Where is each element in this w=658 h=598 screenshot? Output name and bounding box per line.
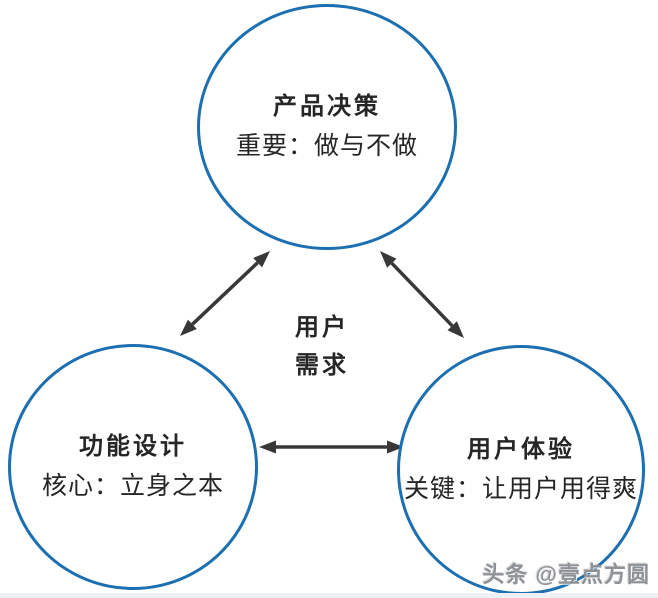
node-product-decision-title: 产品决策 <box>273 93 381 120</box>
edge-product-decision-user-experience <box>380 251 464 338</box>
node-product-decision-subtitle: 重要：做与不做 <box>235 133 418 160</box>
edge-product-decision-function-design <box>180 251 270 336</box>
node-user-experience-subtitle: 关键：让用户用得爽 <box>403 476 638 503</box>
watermark-label: 头条 @壹点方圆 <box>482 562 650 587</box>
center-label-line2: 需求 <box>295 352 349 379</box>
node-user-experience-title: 用户体验 <box>467 436 575 463</box>
center-label-user-needs: 用户 需求 <box>272 309 372 385</box>
node-user-experience: 用户体验 关键：让用户用得爽 <box>397 345 645 595</box>
center-label-line1: 用户 <box>295 314 349 341</box>
node-function-design-subtitle: 核心：立身之本 <box>41 473 224 500</box>
node-function-design-title: 功能设计 <box>79 433 187 460</box>
node-product-decision: 产品决策 重要：做与不做 <box>197 4 457 250</box>
edge-function-design-user-experience <box>259 440 404 454</box>
bottom-edge-strip <box>0 593 658 598</box>
node-function-design: 功能设计 核心：立身之本 <box>8 344 258 590</box>
